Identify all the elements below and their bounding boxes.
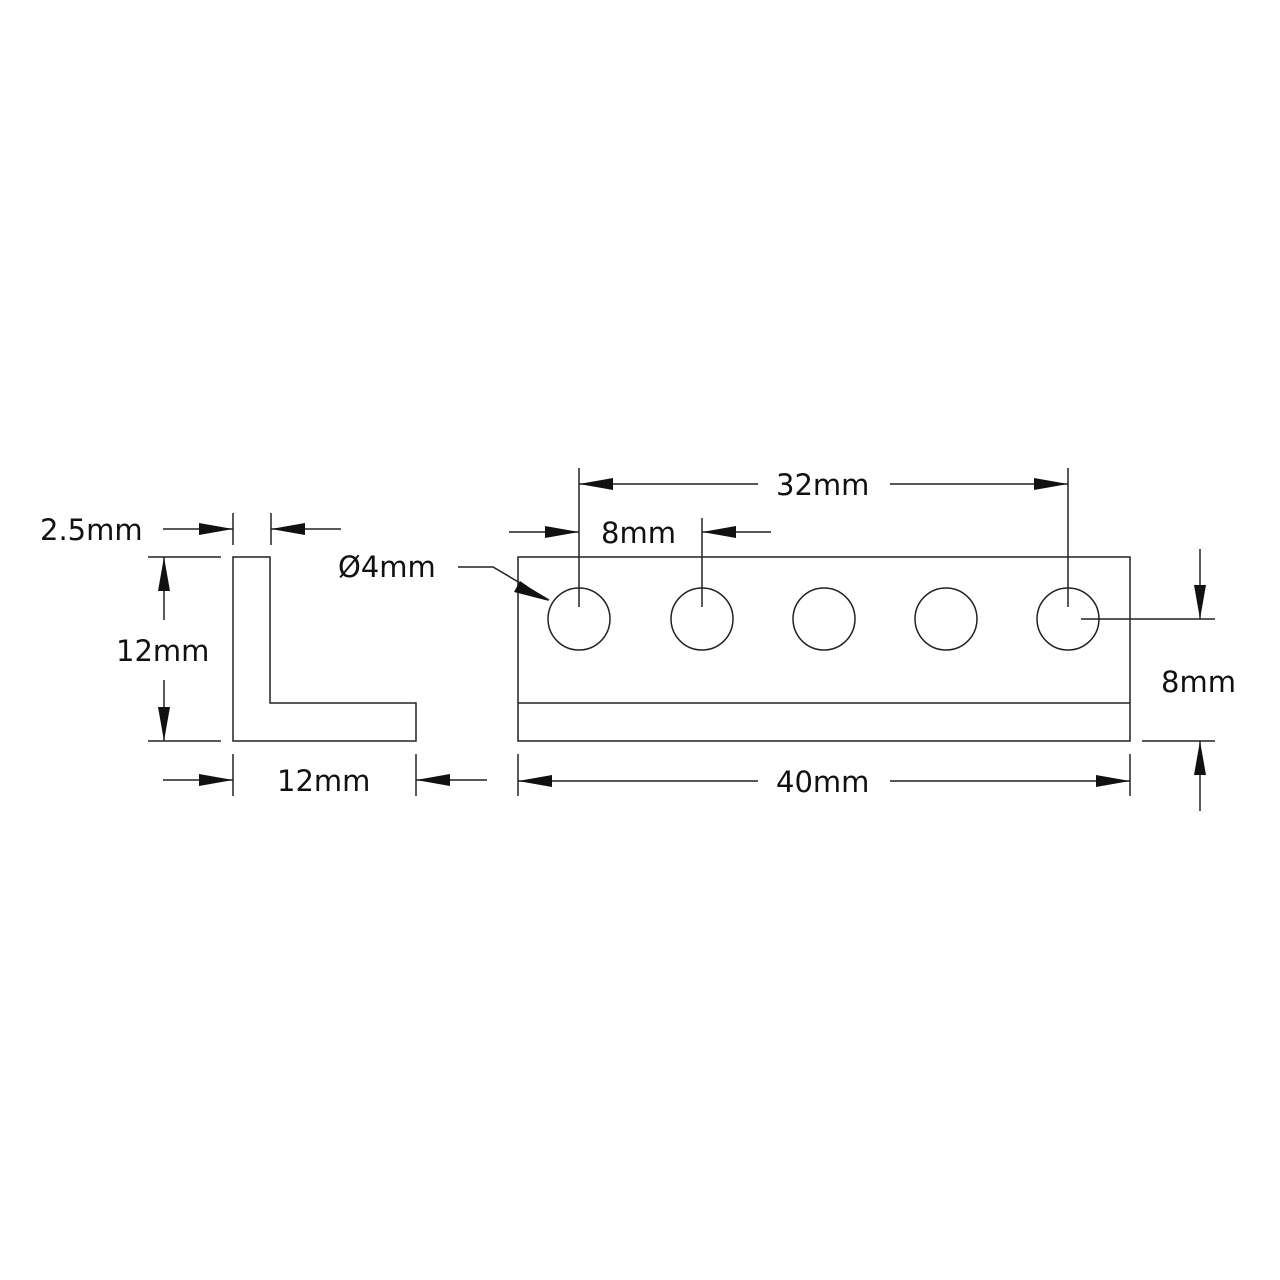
front-view: Ø4mm 32mm 8mm 4 (338, 468, 1236, 811)
height-dimension: 12mm (116, 556, 221, 742)
thickness-dimension: 2.5mm (40, 513, 341, 547)
hole-diameter-callout: Ø4mm (338, 550, 550, 601)
width-label: 12mm (277, 764, 370, 798)
hole-4 (914, 587, 978, 651)
hole-span-label: 32mm (776, 468, 869, 502)
width-dimension: 12mm (163, 754, 487, 798)
hole-height-dimension: 8mm (1081, 549, 1236, 811)
overall-length-label: 40mm (776, 765, 869, 799)
height-label: 12mm (116, 634, 209, 668)
hole-3 (792, 587, 856, 651)
hole-spacing-label: 8mm (601, 516, 676, 550)
hole-spacing-dimension: 8mm (509, 516, 771, 607)
l-profile (232, 556, 417, 742)
overall-length-dimension: 40mm (517, 754, 1131, 799)
hole-height-label: 8mm (1161, 665, 1236, 699)
plate-outline (517, 556, 1131, 742)
hole-diameter-label: Ø4mm (338, 550, 436, 584)
side-view: 2.5mm 12mm 12mm (40, 513, 487, 798)
hole-span-dimension: 32mm (578, 468, 1069, 607)
thickness-label: 2.5mm (40, 513, 143, 547)
